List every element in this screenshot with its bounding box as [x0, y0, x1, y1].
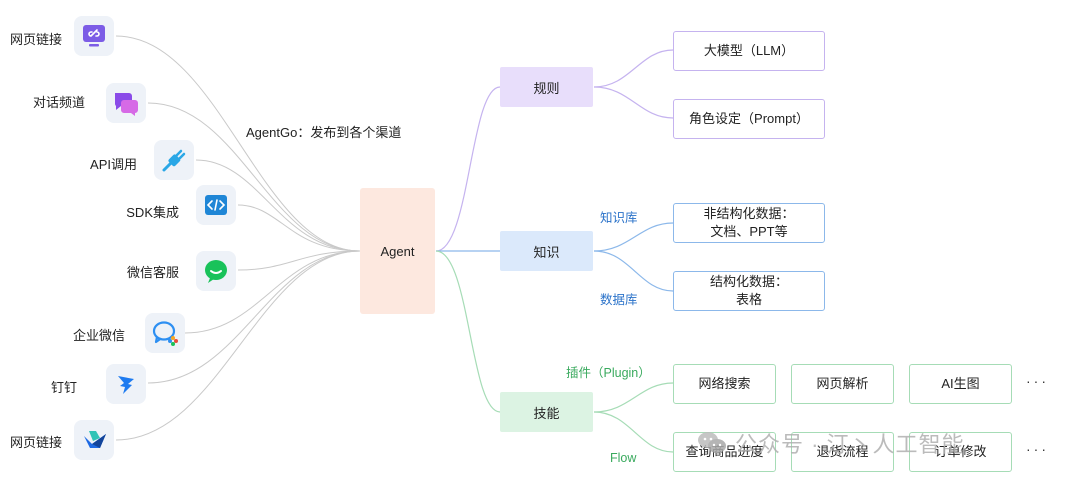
knowledge-unstructured[interactable]: 非结构化数据： 文档、PPT等 — [673, 203, 825, 243]
knowledge-unstructured-line2: 文档、PPT等 — [710, 224, 788, 239]
plugin-web-parse[interactable]: 网页解析 — [791, 364, 894, 404]
connector-channel-1 — [115, 35, 361, 252]
watermark-text: 公众号 · 汀丶人工智能 — [735, 432, 965, 457]
code-icon — [205, 195, 227, 215]
rule-llm[interactable]: 大模型（LLM） — [673, 31, 825, 71]
flow-order-modify[interactable]: 订单修改 — [909, 432, 1012, 472]
channel-label-1: 网页链接 — [9, 32, 62, 47]
wechat-service-icon — [205, 260, 227, 283]
channel-tile-4[interactable] — [196, 185, 236, 225]
channel-tile-1[interactable] — [74, 16, 114, 56]
connector-channel-8 — [115, 250, 361, 441]
knowledge-unstructured-line1: 非结构化数据： — [703, 206, 795, 222]
channel-label-4: SDK集成 — [126, 205, 179, 220]
connector-channel-5 — [237, 250, 361, 271]
dingtalk-icon — [118, 376, 134, 394]
knowledge-base-label: 知识库 — [600, 211, 638, 225]
connector-rules — [435, 86, 501, 252]
channel-tile-7[interactable] — [106, 364, 146, 404]
link-screen-icon — [83, 25, 105, 47]
category-knowledge[interactable]: 知识 — [500, 231, 593, 271]
category-rules[interactable]: 规则 — [500, 67, 593, 107]
watermark: 公众号 · 汀丶人工智能 — [697, 427, 965, 459]
plugin-ai-image[interactable]: AI生图 — [909, 364, 1012, 404]
connector-channel-3 — [195, 159, 361, 252]
channel-tile-5[interactable] — [196, 251, 236, 291]
plugin-label: 插件（Plugin） — [566, 366, 651, 380]
plugin-more: ··· — [1026, 373, 1049, 389]
channel-tile-2[interactable] — [106, 83, 146, 123]
category-skills[interactable]: 技能 — [500, 392, 593, 432]
agent-node[interactable]: Agent — [360, 188, 435, 314]
rule-prompt[interactable]: 角色设定（Prompt） — [673, 99, 825, 139]
channel-label-3: API调用 — [90, 157, 137, 172]
connector-channel-7 — [147, 250, 361, 384]
connector-skills — [435, 250, 501, 413]
chat-bubbles-icon — [115, 93, 138, 116]
flow-label: Flow — [610, 451, 637, 465]
connector-channel-2 — [147, 102, 361, 252]
channel-label-2: 对话频道 — [32, 95, 85, 110]
flow-return-process[interactable]: 退货流程 — [791, 432, 894, 472]
connector-channel-6 — [184, 250, 361, 334]
flow-more: ··· — [1026, 441, 1049, 457]
channel-tile-8[interactable] — [74, 420, 114, 460]
channel-label-8: 网页链接 — [9, 435, 62, 450]
plugin-web-search[interactable]: 网络搜索 — [673, 364, 776, 404]
channel-label-6: 企业微信 — [72, 328, 125, 343]
channel-tile-6[interactable] — [145, 313, 185, 353]
knowledge-structured-line1: 结构化数据： — [709, 274, 788, 290]
connector-channel-4 — [237, 204, 361, 252]
knowledge-structured-line2: 表格 — [735, 292, 762, 307]
database-label: 数据库 — [600, 293, 638, 307]
feishu-icon — [84, 431, 106, 448]
channel-label-5: 微信客服 — [126, 265, 179, 280]
wecom-icon — [152, 321, 178, 346]
publish-caption: AgentGo：发布到各个渠道 — [246, 125, 402, 140]
knowledge-structured[interactable]: 结构化数据： 表格 — [673, 271, 825, 311]
channel-tile-3[interactable] — [154, 140, 194, 180]
flow-query-progress[interactable]: 查询商品进度 — [673, 432, 776, 472]
channel-label-7: 钉钉 — [50, 380, 77, 395]
wechat-watermark-icon — [698, 432, 726, 453]
plug-icon — [162, 149, 186, 172]
